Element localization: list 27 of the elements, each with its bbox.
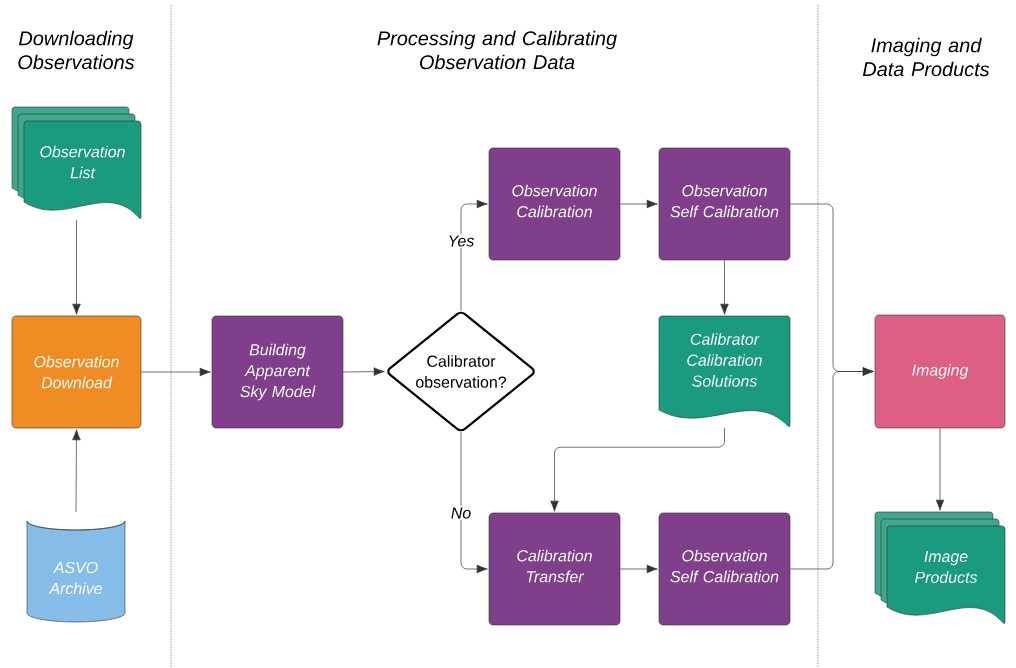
process-box: Building Apparent Sky Model: [211, 315, 344, 429]
edge-label: Yes: [449, 235, 474, 247]
process-box: Observation Self Calibration: [658, 512, 791, 626]
process-box: Imaging: [874, 314, 1006, 429]
arrow: [460, 199, 488, 312]
arrow: [550, 427, 725, 512]
arrow: [72, 219, 81, 315]
edge-label: No: [451, 507, 471, 519]
arrow: [342, 367, 385, 376]
column-heading: Imaging and Data Products: [862, 37, 990, 77]
document-stack: Image Products: [874, 511, 1006, 624]
arrow: [460, 431, 488, 574]
arrow: [720, 259, 729, 315]
database-cylinder: ASVO Archive: [26, 520, 126, 623]
process-box: Observation Calibration: [488, 147, 621, 261]
process-box: Observation Download: [11, 315, 142, 429]
process-box: Calibration Transfer: [488, 512, 621, 626]
arrow: [619, 564, 658, 574]
arrow: [140, 367, 211, 377]
process-box: Observation Self Calibration: [658, 147, 791, 261]
document-stack: Observation List: [11, 106, 142, 219]
arrow: [72, 429, 81, 513]
column-heading: Downloading Observations: [18, 30, 135, 70]
arrow: [789, 367, 874, 570]
arrow: [935, 427, 945, 511]
arrow: [619, 199, 658, 209]
column-heading: Processing and Calibrating Observation Data: [377, 30, 617, 70]
